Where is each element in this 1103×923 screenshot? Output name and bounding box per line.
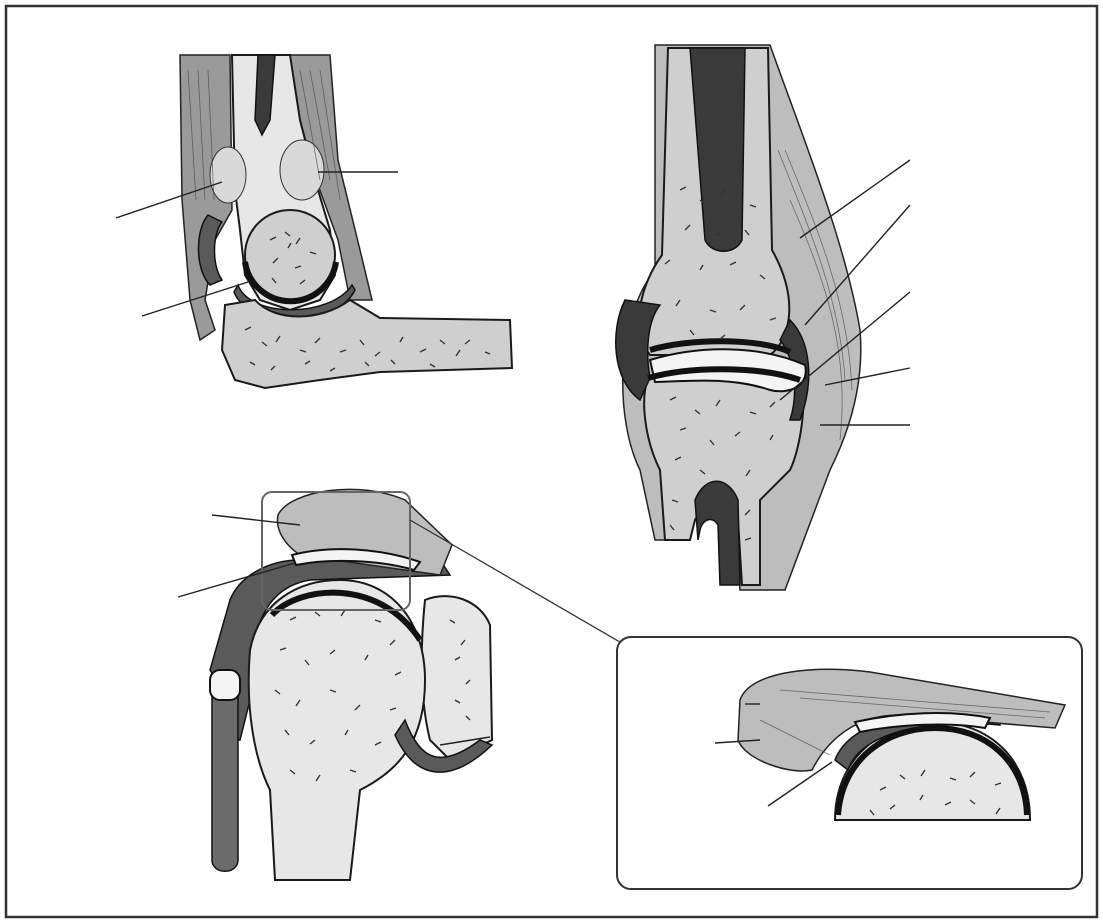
shoulder-inset bbox=[617, 637, 1082, 889]
elbow-joint-illustration bbox=[116, 55, 512, 388]
shoulder-joint-illustration bbox=[178, 489, 492, 880]
posterior-fat-pad bbox=[210, 147, 246, 203]
biceps-tendon-rod bbox=[212, 690, 238, 871]
synovial-joint-illustration bbox=[616, 45, 910, 590]
anterior-fat-pad bbox=[280, 140, 324, 200]
scapula bbox=[422, 596, 492, 760]
rod-sheath bbox=[210, 670, 240, 700]
lower-medullary-cavity bbox=[695, 481, 740, 585]
